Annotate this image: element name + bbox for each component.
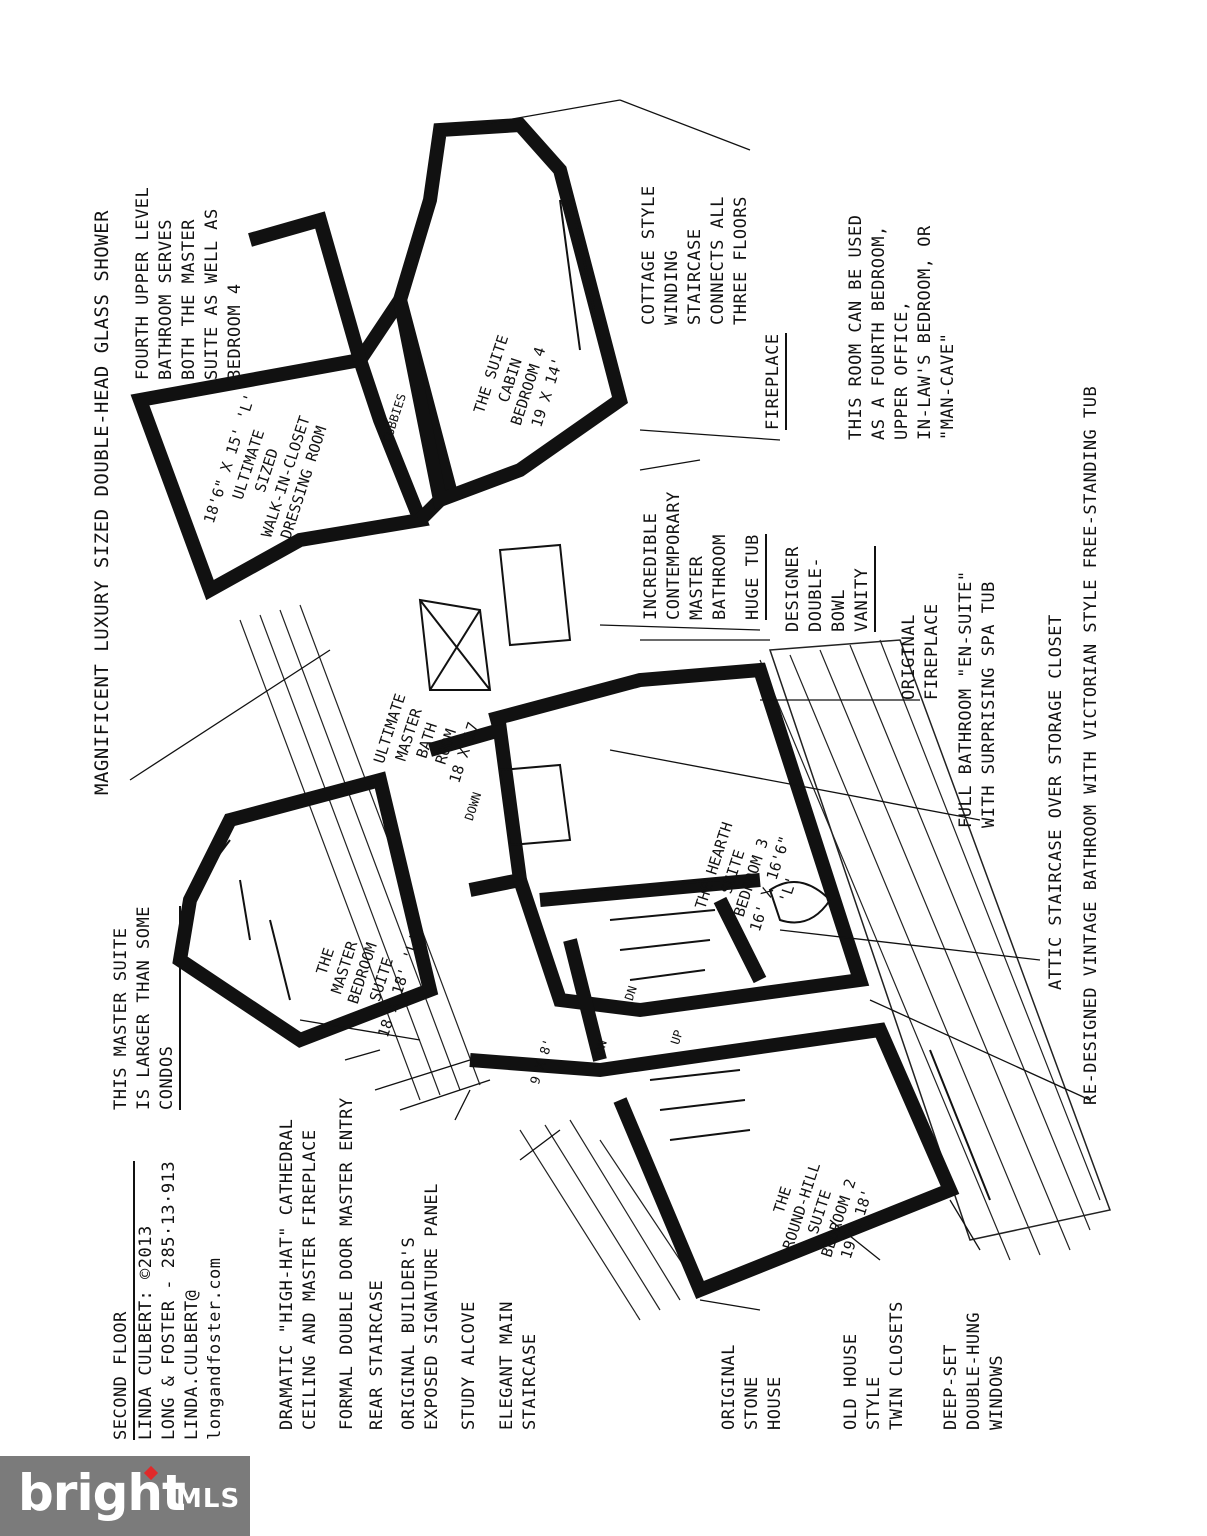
callout-line: STAIRCASE <box>684 228 705 325</box>
callout-line: IN-LAW'S BEDROOM, OR <box>914 225 935 440</box>
callout-line: WITH SURPRISING SPA TUB <box>978 581 999 828</box>
callout-line: BOWL <box>828 589 849 632</box>
callout-huge-tub: HUGE TUB <box>742 534 767 620</box>
callout-master-entry: FORMAL DOUBLE DOOR MASTER ENTRY <box>336 1097 359 1430</box>
callout-leaders <box>129 99 1091 1311</box>
bright-logo-text: bright <box>18 1464 186 1522</box>
callout-line: BOTH THE MASTER <box>178 218 199 380</box>
callout-line: MAGNIFICENT LUXURY SIZED DOUBLE-HEAD GLA… <box>91 209 113 795</box>
callout-shower: MAGNIFICENT LUXURY SIZED DOUBLE-HEAD GLA… <box>90 210 116 795</box>
callout-line: IS LARGER THAN SOME <box>133 906 154 1110</box>
callout-main-staircase: ELEGANT MAIN STAIRCASE <box>496 1301 542 1430</box>
title-block: SECOND FLOOR LINDA CULBERT: ©2013 LONG &… <box>110 1160 227 1441</box>
porch-hatching <box>239 604 1112 1321</box>
callout-line: STUDY ALCOVE <box>459 1301 479 1430</box>
credit-line: LINDA CULBERT: ©2013 <box>135 1225 156 1440</box>
callout-line: CONNECTS ALL <box>707 196 728 325</box>
walls <box>130 117 960 1300</box>
callout-line: STAIRCASE <box>519 1333 540 1430</box>
callout-line: FIREPLACE <box>921 603 942 700</box>
credit-line: LINDA.CULBERT@ <box>181 1289 202 1440</box>
callout-line: HOUSE <box>764 1376 785 1430</box>
callout-line: THIS MASTER SUITE <box>111 927 131 1111</box>
callout-line: ELEGANT MAIN <box>497 1301 517 1430</box>
callout-line: BATHROOM SERVES <box>155 218 176 380</box>
callout-deep-set-windows: DEEP-SET DOUBLE-HUNG WINDOWS <box>940 1312 1009 1430</box>
callout-study-alcove: STUDY ALCOVE <box>458 1301 481 1430</box>
mls-logo-text: MLS <box>176 1484 241 1514</box>
callout-line: DOUBLE- <box>805 556 826 632</box>
callout-line: BEDROOM 4 <box>224 283 245 380</box>
callout-line: CONTEMPORARY <box>663 491 684 620</box>
callout-line: TWIN CLOSETS <box>886 1301 907 1430</box>
callout-line: THREE FLOORS <box>730 196 751 325</box>
credit-line: longandfoster.com <box>204 1257 225 1441</box>
callout-condos: THIS MASTER SUITE IS LARGER THAN SOME CO… <box>110 906 181 1110</box>
callout-line: FORMAL DOUBLE DOOR MASTER ENTRY <box>337 1097 357 1430</box>
callout-line: SUITE AS WELL AS <box>201 208 222 380</box>
callout-line: STYLE <box>863 1376 884 1430</box>
callout-line: HUGE TUB <box>742 534 767 620</box>
callout-line: ORIGINAL <box>899 614 919 700</box>
callout-line: ATTIC STAIRCASE OVER STORAGE CLOSET <box>1046 614 1066 990</box>
callout-fourth-bath: FOURTH UPPER LEVEL BATHROOM SERVES BOTH … <box>132 187 247 380</box>
callout-line: ORIGINAL <box>719 1344 739 1430</box>
callout-line: OLD HOUSE <box>841 1333 861 1430</box>
callout-line: THIS ROOM CAN BE USED <box>846 214 866 440</box>
callout-line: RE-DESIGNED VINTAGE BATHROOM WITH VICTOR… <box>1081 385 1101 1105</box>
callout-line: FULL BATHROOM "EN-SUITE" <box>956 570 976 828</box>
callout-line: BATHROOM <box>709 534 730 620</box>
callout-original-fireplace: ORIGINAL FIREPLACE <box>898 603 944 700</box>
callout-high-hat: DRAMATIC "HIGH-HAT" CATHEDRAL CEILING AN… <box>276 1119 322 1430</box>
callout-line: CEILING AND MASTER FIREPLACE <box>299 1129 320 1430</box>
callout-line: ORIGINAL BUILDER'S <box>399 1236 419 1430</box>
callout-rear-staircase: REAR STAIRCASE <box>366 1280 389 1430</box>
callout-stone-house: ORIGINAL STONE HOUSE <box>718 1344 787 1430</box>
callout-line: MASTER <box>686 555 707 620</box>
callout-line: UPPER OFFICE, <box>891 300 912 440</box>
callout-signature-panel: ORIGINAL BUILDER'S EXPOSED SIGNATURE PAN… <box>398 1183 444 1430</box>
callout-line: FOURTH UPPER LEVEL <box>133 186 153 380</box>
callout-vintage-bath: RE-DESIGNED VINTAGE BATHROOM WITH VICTOR… <box>1080 386 1103 1105</box>
callout-line: CONDOS <box>155 906 181 1110</box>
callout-line: WINDING <box>661 249 682 325</box>
credit-line: LONG & FOSTER - 285·13·913 <box>158 1160 179 1440</box>
callout-full-bath: FULL BATHROOM "EN-SUITE" WITH SURPRISING… <box>955 570 1001 828</box>
callout-line: STONE <box>741 1376 762 1430</box>
callout-cottage-staircase: COTTAGE STYLE WINDING STAIRCASE CONNECTS… <box>638 185 753 325</box>
callout-line: AS A FOURTH BEDROOM, <box>868 225 889 440</box>
floor-title: SECOND FLOOR <box>110 1160 135 1440</box>
callout-line: DRAMATIC "HIGH-HAT" CATHEDRAL <box>277 1118 297 1430</box>
callout-vanity: DESIGNER DOUBLE- BOWL VANITY <box>782 546 876 632</box>
callout-twin-closets: OLD HOUSE STYLE TWIN CLOSETS <box>840 1301 909 1430</box>
callout-master-bathroom: INCREDIBLE CONTEMPORARY MASTER BATHROOM <box>640 491 732 620</box>
detail-lines <box>199 189 991 1201</box>
callout-attic: ATTIC STAIRCASE OVER STORAGE CLOSET <box>1045 614 1068 990</box>
callout-line: EXPOSED SIGNATURE PANEL <box>421 1183 442 1430</box>
callout-fourth-bedroom: THIS ROOM CAN BE USED AS A FOURTH BEDROO… <box>845 215 960 440</box>
callout-line: "MAN-CAVE" <box>937 332 958 440</box>
callout-line: COTTAGE STYLE <box>639 185 659 325</box>
callout-line: DEEP-SET <box>941 1344 961 1430</box>
callout-fireplace: FIREPLACE <box>762 333 787 430</box>
callout-line: DOUBLE-HUNG <box>963 1311 984 1430</box>
callout-line: INCREDIBLE <box>641 512 661 620</box>
callout-line: FIREPLACE <box>762 333 787 430</box>
bright-mls-watermark: bright MLS <box>0 1456 250 1536</box>
callout-line: WINDOWS <box>986 1354 1007 1430</box>
callout-line: VANITY <box>850 546 876 632</box>
callout-line: DESIGNER <box>783 546 803 632</box>
callout-line: REAR STAIRCASE <box>367 1279 387 1430</box>
